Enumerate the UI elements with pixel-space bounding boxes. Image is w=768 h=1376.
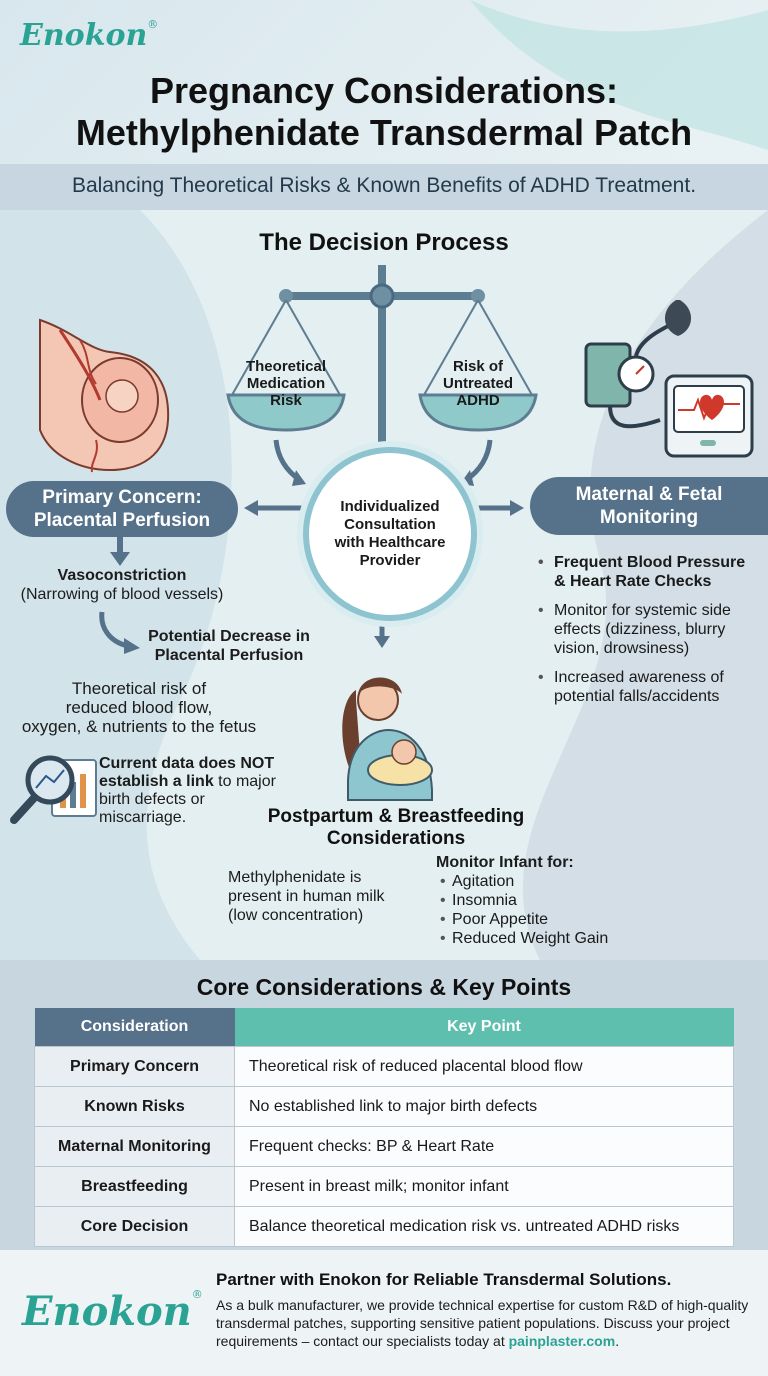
footer-website-link[interactable]: painplaster.com bbox=[508, 1333, 616, 1349]
table-cell-key-point: Present in breast milk; monitor infant bbox=[234, 1166, 734, 1207]
monitoring-list: Frequent Blood Pressure & Heart Rate Che… bbox=[538, 553, 760, 716]
page-title: Pregnancy Considerations: Methylphenidat… bbox=[75, 70, 693, 153]
table-cell-consideration: Known Risks bbox=[34, 1086, 235, 1127]
monitor-infant-list: AgitationInsomniaPoor AppetiteReduced We… bbox=[440, 872, 640, 948]
primary-concern-pill: Primary Concern:Placental Perfusion bbox=[6, 481, 238, 537]
monitor-infant-item: Agitation bbox=[440, 872, 640, 891]
core-heading: Core Considerations & Key Points bbox=[196, 974, 572, 1000]
footer-body: As a bulk manufacturer, we provide techn… bbox=[216, 1297, 749, 1349]
table-header-row: Consideration Key Point bbox=[34, 1008, 734, 1047]
monitor-infant-title: Monitor Infant for: bbox=[436, 854, 574, 871]
monitor-infant-item: Insomnia bbox=[440, 891, 640, 910]
monitoring-list-item: Frequent Blood Pressure & Heart Rate Che… bbox=[538, 553, 760, 591]
table-cell-consideration: Core Decision bbox=[34, 1206, 235, 1247]
column-header-key-point: Key Point bbox=[234, 1008, 734, 1047]
monitoring-list-item: Increased awareness of potential falls/a… bbox=[538, 668, 760, 706]
table-cell-key-point: Balance theoretical medication risk vs. … bbox=[234, 1206, 734, 1247]
column-header-consideration: Consideration bbox=[34, 1008, 235, 1047]
data-note-text: Current data does NOT establish a link t… bbox=[99, 755, 276, 826]
table-cell-key-point: Frequent checks: BP & Heart Rate bbox=[234, 1126, 734, 1167]
subtitle-band bbox=[0, 164, 768, 210]
monitor-infant-item: Reduced Weight Gain bbox=[440, 929, 640, 948]
brand-logo-top[interactable]: Enokon® bbox=[20, 18, 159, 53]
table-cell-key-point: Theoretical risk of reduced placental bl… bbox=[234, 1046, 734, 1087]
monitor-infant-item: Poor Appetite bbox=[440, 910, 640, 929]
footer bbox=[0, 1250, 768, 1376]
decision-heading: The Decision Process bbox=[259, 229, 509, 256]
page-subtitle: Balancing Theoretical Risks & Known Bene… bbox=[71, 174, 697, 197]
brand-logo-bottom[interactable]: Enokon® bbox=[22, 1288, 203, 1335]
table-cell-consideration: Primary Concern bbox=[34, 1046, 235, 1087]
footer-heading: Partner with Enokon for Reliable Transde… bbox=[216, 1270, 672, 1289]
monitoring-list-item: Monitor for systemic side effects (dizzi… bbox=[538, 601, 760, 658]
vasoconstriction-text: Vasoconstriction (Narrowing of blood ves… bbox=[20, 567, 224, 603]
table-cell-consideration: Breastfeeding bbox=[34, 1166, 235, 1207]
table-cell-consideration: Maternal Monitoring bbox=[34, 1126, 235, 1167]
table-cell-key-point: No established link to major birth defec… bbox=[234, 1086, 734, 1127]
